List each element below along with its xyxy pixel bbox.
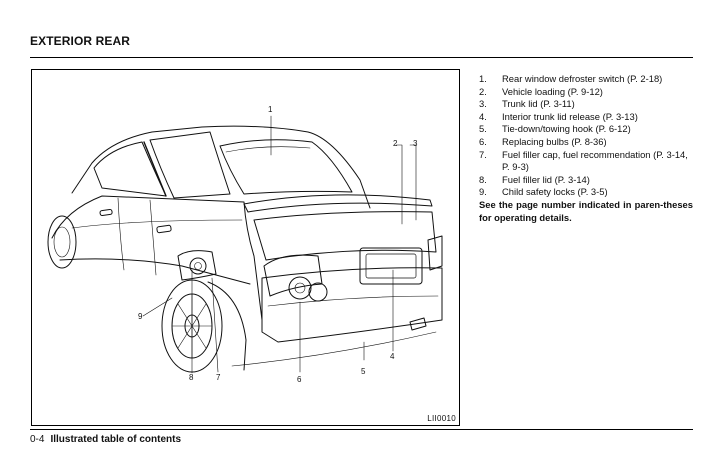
footer-title: Illustrated table of contents <box>50 434 182 445</box>
trunk-lid <box>253 211 437 261</box>
car-rear-illustration: 1 2 3 4 5 6 7 8 9 LII0010 <box>31 69 460 426</box>
side-window-rear <box>149 131 231 199</box>
legend-item: 9. Child safety locks (P. 3-5) <box>479 186 693 199</box>
rear-bumper <box>261 267 443 343</box>
legend-item: 4. Interior trunk lid release (P. 3-13) <box>479 111 693 124</box>
legend-item-text: Tie-down/towing hook (P. 6-12) <box>502 123 631 135</box>
legend-item: 5. Tie-down/towing hook (P. 6-12) <box>479 123 693 136</box>
tail-lamp-round-outer <box>288 276 312 300</box>
legend-item-number: 8. <box>479 173 487 185</box>
legend-item-text: Fuel filler lid (P. 3-14) <box>502 173 590 185</box>
legend-item: 7. Fuel filler cap, fuel recommendation (… <box>479 149 693 174</box>
page-footer: 0-4 Illustrated table of contents <box>30 434 181 445</box>
legend-item-number: 6. <box>479 135 487 147</box>
tail-lamp-right <box>427 235 443 271</box>
body-side <box>51 195 263 321</box>
legend-item-text: Rear window defroster switch (P. 2-18) <box>502 73 663 84</box>
figure-id: LII0010 <box>427 414 456 423</box>
tail-lamp-left <box>263 254 323 297</box>
legend-item-number: 2. <box>479 85 487 97</box>
license-plate-recess <box>359 247 423 285</box>
legend-item-text: Fuel filler cap, fuel recommendation (P.… <box>502 148 688 173</box>
callout-7: 7 <box>216 373 221 382</box>
fuel-filler-cap <box>189 257 207 275</box>
legend-list: 1. Rear window defroster switch (P. 2-18)… <box>479 73 693 199</box>
callout-8: 8 <box>189 373 194 382</box>
page-number: 0-4 <box>30 434 45 445</box>
callout-3: 3 <box>413 139 418 148</box>
legend-item-number: 1. <box>479 73 487 84</box>
legend-item-number: 9. <box>479 186 487 198</box>
legend-item-text: Interior trunk lid release (P. 3-13) <box>502 110 638 122</box>
rear-spoiler <box>243 194 433 213</box>
legend-item-number: 5. <box>479 123 487 135</box>
legend-item-number: 4. <box>479 110 487 122</box>
legend-item-number: 3. <box>479 98 487 110</box>
legend-item-text: Vehicle loading (P. 9-12) <box>502 85 603 97</box>
legend-item-text: Replacing bulbs (P. 8-36) <box>502 135 607 147</box>
bottom-rule <box>30 429 693 430</box>
legend-note: See the page number indicated in paren-t… <box>479 198 693 223</box>
legend-item: 3. Trunk lid (P. 3-11) <box>479 98 693 111</box>
legend-item: 8. Fuel filler lid (P. 3-14) <box>479 174 693 187</box>
legend-item-text: Trunk lid (P. 3-11) <box>502 98 575 110</box>
front-wheel <box>47 215 77 269</box>
rear-window <box>219 139 353 195</box>
callout-4: 4 <box>390 352 395 361</box>
car-drawing <box>47 115 443 374</box>
section-title: EXTERIOR REAR <box>30 34 130 48</box>
legend-item: 2. Vehicle loading (P. 9-12) <box>479 86 693 99</box>
legend-item-number: 7. <box>479 148 487 160</box>
legend-item-text: Child safety locks (P. 3-5) <box>502 186 608 198</box>
exhaust-tip <box>409 317 427 331</box>
top-rule <box>30 57 693 58</box>
legend-item: 1. Rear window defroster switch (P. 2-18) <box>479 73 693 86</box>
fuel-filler-lid <box>177 250 217 281</box>
callout-1: 1 <box>268 105 273 114</box>
callout-9: 9 <box>138 312 143 321</box>
callout-2: 2 <box>393 139 398 148</box>
car-roof-outline <box>71 125 371 209</box>
legend-item: 6. Replacing bulbs (P. 8-36) <box>479 136 693 149</box>
callout-6: 6 <box>297 375 302 384</box>
parts-legend: 1. Rear window defroster switch (P. 2-18)… <box>479 73 693 224</box>
callout-5: 5 <box>361 367 366 376</box>
